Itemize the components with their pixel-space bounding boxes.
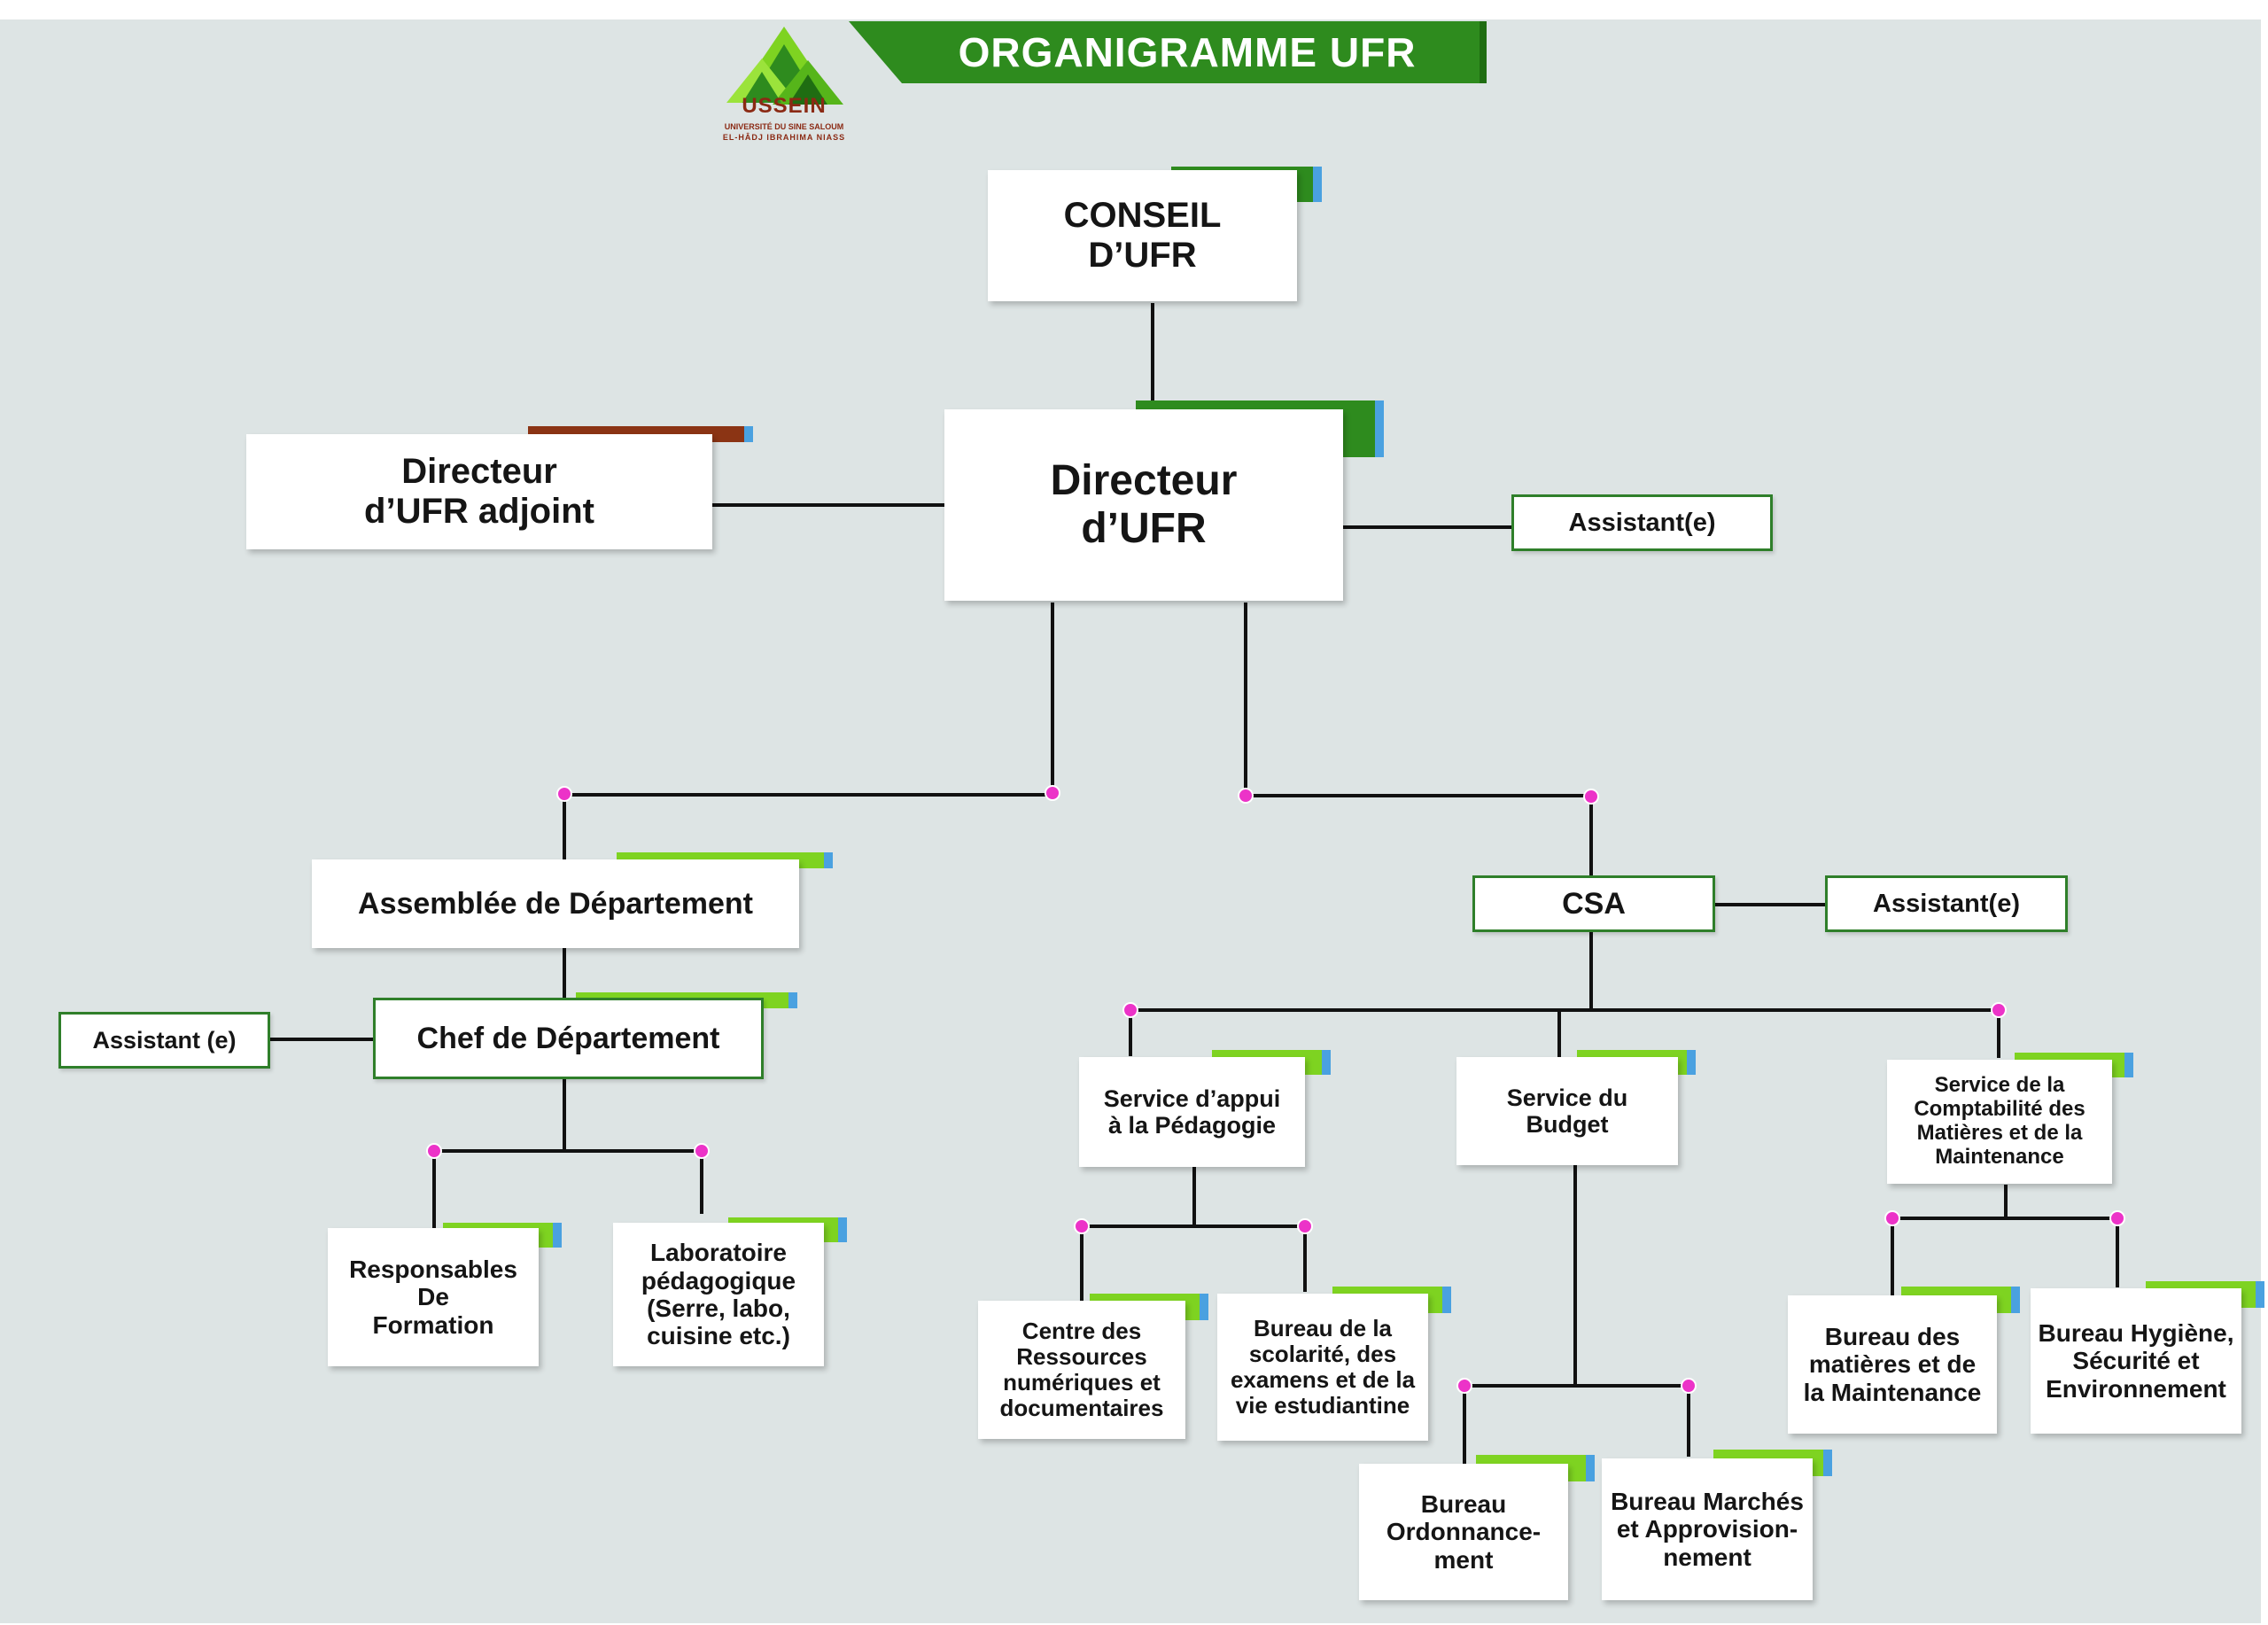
junction-dot: [1238, 788, 1254, 804]
connector: [1891, 1217, 1894, 1296]
junction-dot: [1583, 789, 1599, 805]
assistant-csa-box: Assistant(e): [1825, 875, 2068, 932]
directeur-adjoint-box: Directeur d’UFR adjoint: [246, 434, 712, 549]
connector: [1303, 1225, 1307, 1292]
chef-departement-box: Chef de Département: [373, 998, 764, 1079]
service-budget-box: Service du Budget: [1456, 1057, 1678, 1165]
junction-dot: [556, 786, 572, 802]
ussein-logo-icon: [726, 27, 843, 105]
connector: [1463, 1384, 1690, 1388]
connector: [1051, 603, 1054, 794]
connector: [1891, 1217, 2119, 1220]
connector: [1244, 603, 1247, 796]
connector: [1244, 794, 1591, 797]
connector: [1713, 903, 1826, 906]
centre-ressources-box: Centre des Ressources numériques et docu…: [978, 1301, 1185, 1439]
connector: [1343, 525, 1511, 529]
directeur-ufr-box: Directeur d’UFR: [944, 409, 1343, 601]
connector: [563, 795, 566, 861]
connector: [563, 1075, 566, 1151]
junction-dot: [1297, 1218, 1313, 1234]
connector: [563, 946, 566, 1001]
assemblee-departement-box: Assemblée de Département: [312, 859, 799, 948]
bureau-matieres-box: Bureau des matières et de la Maintenance: [1788, 1295, 1997, 1434]
connector: [1997, 1008, 2000, 1058]
logo-name: USSEIN: [742, 94, 827, 118]
connector: [1463, 1384, 1466, 1466]
bureau-scolarite-box: Bureau de la scolarité, des examens et d…: [1217, 1294, 1428, 1441]
logo-subtitle-2: EL-HÂDJ IBRAHIMA NIASS: [722, 133, 846, 142]
bureau-hygiene-box: Bureau Hygiène, Sécurité et Environnemen…: [2031, 1288, 2241, 1434]
connector: [1687, 1384, 1690, 1457]
connector: [1080, 1225, 1307, 1228]
responsables-formation-box: Responsables De Formation: [328, 1228, 539, 1366]
junction-dot: [1456, 1378, 1472, 1394]
connector: [1129, 1008, 1132, 1056]
assistant-directeur-box: Assistant(e): [1511, 494, 1773, 551]
connector: [432, 1149, 436, 1229]
junction-dot: [1681, 1378, 1697, 1394]
connector: [270, 1038, 375, 1041]
connector: [2116, 1217, 2119, 1287]
logo-subtitle: UNIVERSITÉ DU SINE SALOUM: [724, 122, 844, 131]
connector: [1589, 930, 1593, 1010]
junction-dot: [2109, 1210, 2125, 1226]
junction-dot: [1122, 1002, 1138, 1018]
connector: [1589, 796, 1593, 880]
connector: [711, 503, 946, 507]
connector: [700, 1149, 703, 1214]
connector: [1080, 1225, 1084, 1301]
bureau-ordonnancement-box: Bureau Ordonnance- ment: [1359, 1464, 1568, 1600]
junction-dot: [1074, 1218, 1090, 1234]
junction-dot: [1991, 1002, 2007, 1018]
connector: [1573, 1165, 1577, 1386]
connector: [564, 793, 1052, 797]
service-comptabilite-box: Service de la Comptabilité des Matières …: [1887, 1060, 2112, 1184]
connector: [432, 1149, 702, 1153]
page-title: ORGANIGRAMME UFR: [958, 29, 1417, 75]
laboratoire-pedagogique-box: Laboratoire pédagogique (Serre, labo, cu…: [613, 1223, 824, 1366]
junction-dot: [426, 1143, 442, 1159]
service-pedagogie-box: Service d’appui à la Pédagogie: [1079, 1057, 1305, 1167]
connector: [1151, 303, 1154, 400]
csa-box: CSA: [1472, 875, 1715, 932]
assistant-chef-box: Assistant (e): [58, 1012, 270, 1069]
connector: [2004, 1185, 2008, 1218]
bureau-marches-box: Bureau Marchés et Approvision- nement: [1602, 1458, 1813, 1600]
conseil-ufr-box: CONSEIL D’UFR: [988, 170, 1297, 301]
connector: [1129, 1008, 2002, 1012]
title-banner: [849, 21, 1487, 83]
junction-dot: [694, 1143, 710, 1159]
connector: [1557, 1008, 1561, 1058]
connector: [1192, 1161, 1196, 1227]
junction-dot: [1045, 785, 1060, 801]
junction-dot: [1884, 1210, 1900, 1226]
